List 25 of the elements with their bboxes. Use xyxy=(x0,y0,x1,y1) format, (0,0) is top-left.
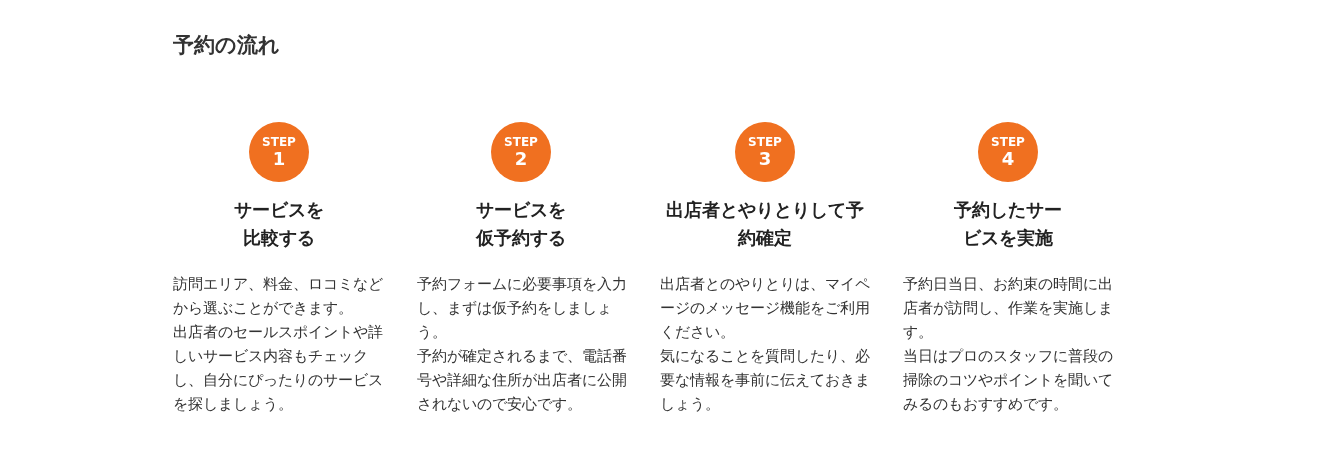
step-label: STEP xyxy=(504,135,538,149)
step-description: 予約フォームに必要事項を入力し、まずは仮予約をしましょう。 xyxy=(417,275,628,342)
step-description: 予約日当日、お約束の時間に出店者が訪問し、作業を実施します。 xyxy=(903,275,1114,342)
step-description: 訪問エリア、料金、ロコミなどから選ぶことができます。 xyxy=(173,275,384,318)
step-description: 予約が確定されるまで、電話番号や詳細な住所が出店者に公開されないので安心です。 xyxy=(417,347,628,414)
step-heading: サービスを比較する xyxy=(233,198,325,250)
step-badge xyxy=(491,122,551,182)
step-badge xyxy=(249,122,309,182)
step-heading: 予約したサービスを実施 xyxy=(953,198,1063,250)
step-description: 出店者のセールスポイントや詳しいサービス内容もチェックし、自分にぴったりのサービスを探しましょう。 xyxy=(173,323,384,414)
step-label: STEP xyxy=(991,135,1025,149)
step-heading: サービスを仮予約する xyxy=(474,198,567,250)
step-description: 出店者とのやりとりは、マイページのメッセージ機能をご利用ください。 xyxy=(660,275,871,342)
step-badge xyxy=(735,122,795,182)
step-description: 当日はプロのスタッフに普段の掃除のコツやポイントを聞いてみるのもおすすめです。 xyxy=(903,347,1114,414)
step-number: 3 xyxy=(758,148,772,169)
step-label: STEP xyxy=(262,135,296,149)
step-number: 4 xyxy=(1001,148,1015,169)
step-number: 1 xyxy=(272,148,286,169)
step-label: STEP xyxy=(748,135,782,149)
page-title: 予約の流れ xyxy=(173,32,280,59)
step-heading: 出店者とやりとりして予約確定 xyxy=(665,198,865,250)
step-badge xyxy=(978,122,1038,182)
step-number: 2 xyxy=(514,148,528,169)
step-description: 気になることを質問したり、必要な情報を事前に伝えておきましょう。 xyxy=(660,347,871,414)
